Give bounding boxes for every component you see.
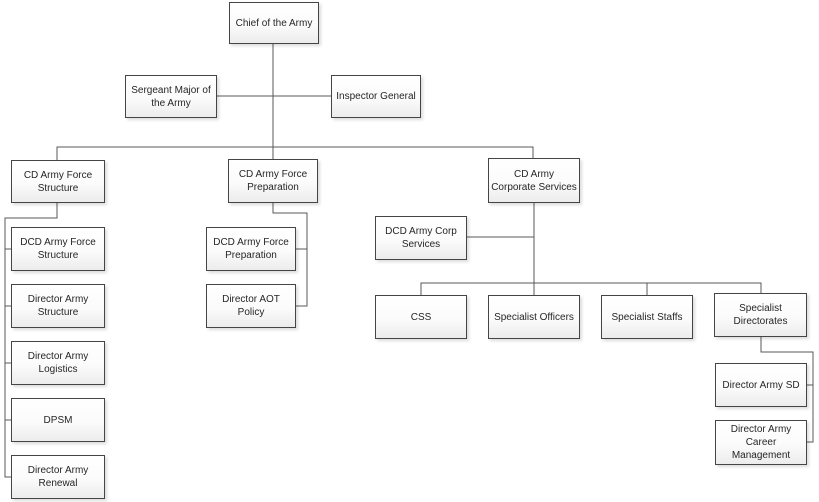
org-node-label: Specialist Staffs <box>611 311 683 323</box>
org-node-inspector-general: Inspector General <box>331 75 421 118</box>
org-node-label: Director Army SD <box>722 379 800 391</box>
org-node-label: Sergeant Major of the Army <box>131 84 211 109</box>
org-node-cd-army-force-structure: CD Army Force Structure <box>11 160 105 203</box>
org-node-director-army-structure: Director Army Structure <box>11 284 105 328</box>
org-node-label: Director Army Career Management <box>730 424 792 461</box>
edge-specialist-directorates-spine <box>760 337 814 443</box>
edge-force-structure-spine <box>4 203 58 478</box>
org-node-label: DPSM <box>43 414 73 426</box>
org-node-label: Director Army Renewal <box>27 465 89 489</box>
org-node-dcd-army-force-structure: DCD Army Force Structure <box>11 227 105 271</box>
org-node-dcd-army-force-preparation: DCD Army Force Preparation <box>206 227 296 271</box>
org-node-label: CD Army Corporate Services <box>491 168 577 193</box>
org-node-label: Director Army Structure <box>27 294 89 318</box>
org-node-cd-army-corporate-services: CD Army Corporate Services <box>488 158 580 203</box>
edge-level3-rake <box>56 146 534 160</box>
org-node-label: CD Army Force Preparation <box>238 169 308 193</box>
org-node-director-army-renewal: Director Army Renewal <box>11 455 105 499</box>
org-node-label: Director AOT Policy <box>222 294 280 318</box>
org-node-css: CSS <box>375 295 467 339</box>
org-node-label: DCD Army Corp Services <box>385 226 457 250</box>
org-node-label: DCD Army Force Structure <box>20 237 96 261</box>
org-node-label: Specialist Directorates <box>733 303 788 327</box>
org-node-specialist-directorates: Specialist Directorates <box>714 293 807 337</box>
org-node-label: CSS <box>410 311 432 323</box>
org-node-director-army-sd: Director Army SD <box>715 363 807 407</box>
org-node-dpsm: DPSM <box>11 398 105 442</box>
org-node-chief-of-the-army: Chief of the Army <box>229 2 319 44</box>
org-node-specialist-staffs: Specialist Staffs <box>601 295 693 339</box>
org-node-specialist-officers: Specialist Officers <box>488 295 580 339</box>
org-node-label: Inspector General <box>336 91 416 102</box>
org-node-label: DCD Army Force Preparation <box>213 237 289 261</box>
org-node-sergeant-major-of-the-army: Sergeant Major of the Army <box>125 75 217 118</box>
org-node-director-aot-policy: Director AOT Policy <box>206 284 296 328</box>
org-node-director-army-career-management: Director Army Career Management <box>715 420 807 465</box>
org-node-label: Specialist Officers <box>494 311 574 323</box>
org-node-cd-army-force-preparation: CD Army Force Preparation <box>228 159 318 203</box>
org-node-dcd-army-corp-services: DCD Army Corp Services <box>375 216 467 260</box>
org-node-director-army-logistics: Director Army Logistics <box>11 341 105 385</box>
org-node-label: Chief of the Army <box>235 17 313 29</box>
edge-level4-rake <box>420 282 762 295</box>
org-node-label: Director Army Logistics <box>27 351 89 375</box>
org-node-label: CD Army Force Structure <box>23 169 93 194</box>
edge-force-preparation-spine <box>272 203 308 307</box>
